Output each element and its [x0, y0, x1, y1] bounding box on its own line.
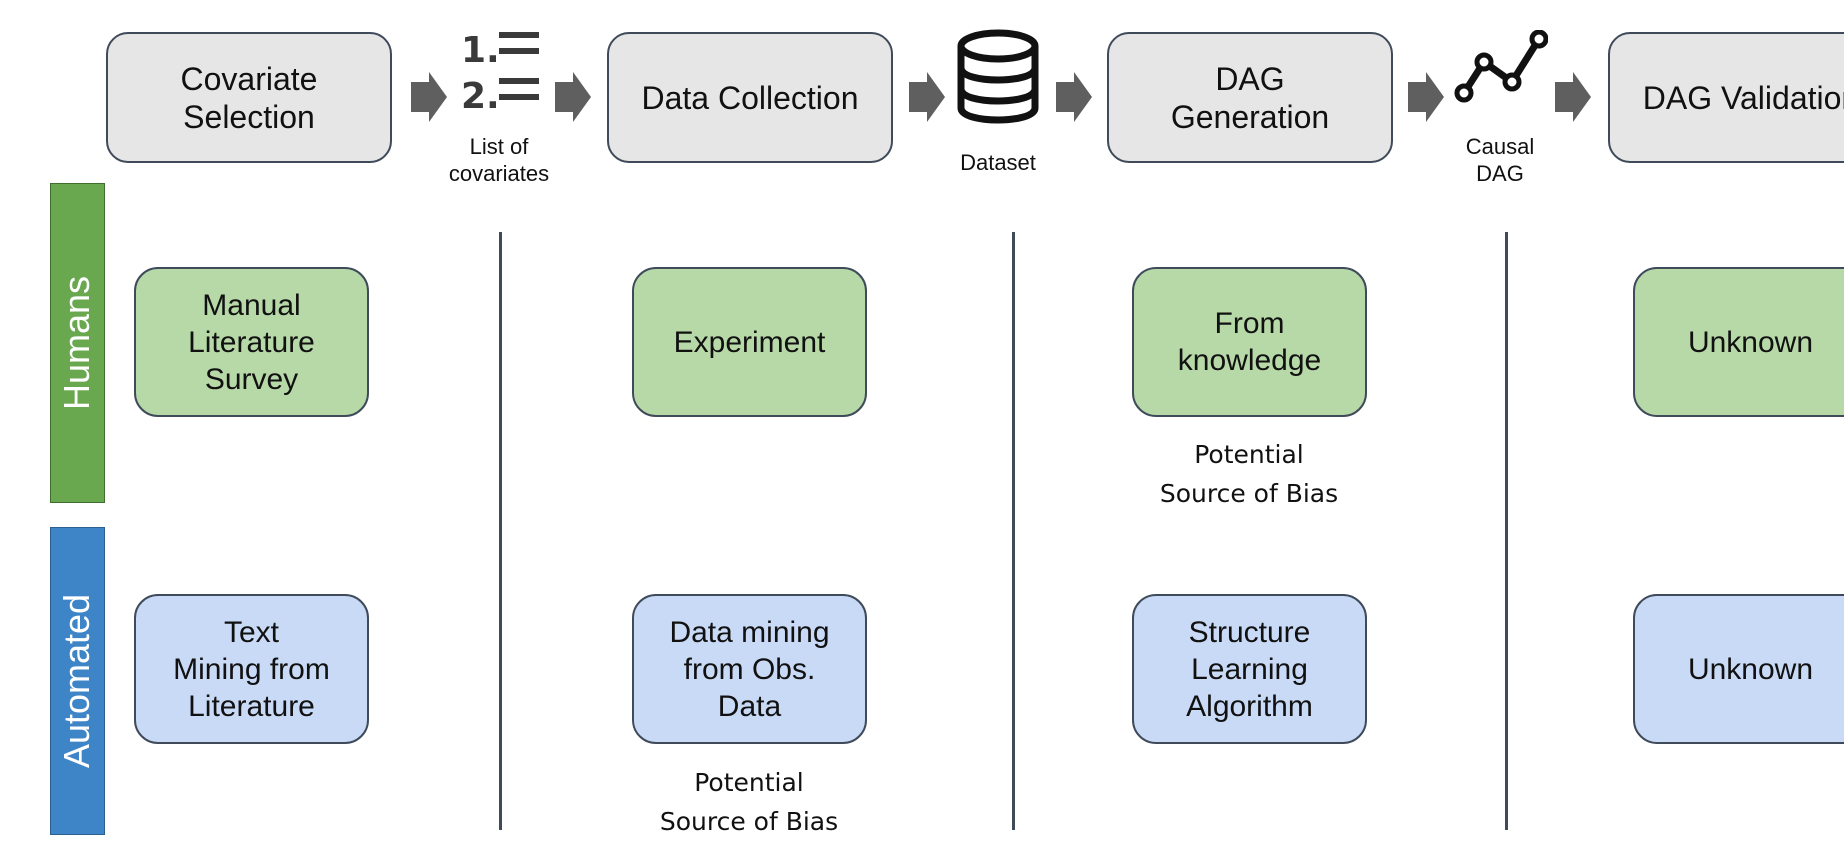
method-label: Text Mining from Literature — [173, 615, 330, 723]
method-experiment: Experiment — [632, 267, 867, 417]
stage-label: Covariate Selection — [180, 60, 318, 135]
flow-arrow-icon — [909, 72, 945, 122]
artifact-caption: List of covariates — [448, 134, 550, 186]
column-divider — [499, 232, 502, 830]
stage-label: DAG Validation — [1642, 79, 1844, 116]
bias-note: Potential Source of Bias — [1159, 440, 1339, 508]
lane-automated: Automated — [50, 527, 105, 835]
method-label: Structure Learning Algorithm — [1186, 615, 1313, 723]
lane-label-humans: Humans — [56, 275, 98, 411]
flow-arrow-icon — [1555, 72, 1591, 122]
flow-arrow-icon — [555, 72, 591, 122]
stage-covariate-selection: Covariate Selection — [106, 32, 392, 163]
stage-dag-validation: DAG Validation — [1608, 32, 1844, 163]
flow-arrow-icon — [1408, 72, 1444, 122]
method-manual-literature-survey: Manual Literature Survey — [134, 267, 369, 417]
graph-line-icon — [1454, 30, 1548, 104]
stage-data-collection: Data Collection — [607, 32, 893, 163]
lane-label-automated: Automated — [56, 593, 98, 769]
stage-label: DAG Generation — [1170, 60, 1330, 135]
method-data-mining: Data mining from Obs. Data — [632, 594, 867, 744]
bias-note: Potential Source of Bias — [659, 768, 839, 836]
method-structure-learning: Structure Learning Algorithm — [1132, 594, 1367, 744]
stage-label: Data Collection — [641, 79, 859, 116]
artifact-caption: Dataset — [960, 150, 1036, 175]
column-divider — [1012, 232, 1015, 830]
method-label: Unknown — [1687, 652, 1814, 686]
method-text-mining: Text Mining from Literature — [134, 594, 369, 744]
flow-arrow-icon — [1056, 72, 1092, 122]
method-label: Experiment — [673, 325, 826, 359]
lane-humans: Humans — [50, 183, 105, 503]
method-human-validation-unknown: Unknown — [1633, 267, 1844, 417]
method-label: From knowledge — [1177, 307, 1322, 377]
method-label: Data mining from Obs. Data — [669, 615, 830, 723]
svg-text:2.: 2. — [461, 76, 500, 114]
column-divider — [1505, 232, 1508, 830]
method-label: Manual Literature Survey — [188, 288, 315, 396]
method-label: Unknown — [1687, 325, 1814, 359]
stage-dag-generation: DAG Generation — [1107, 32, 1393, 163]
artifact-caption: Causal DAG — [1465, 134, 1535, 186]
database-icon — [955, 28, 1041, 126]
method-automated-validation-unknown: Unknown — [1633, 594, 1844, 744]
svg-text:1.: 1. — [461, 30, 500, 71]
method-from-knowledge: From knowledge — [1132, 267, 1367, 417]
numbered-list-icon: 1. 2. — [459, 24, 543, 114]
flow-arrow-icon — [411, 72, 447, 122]
